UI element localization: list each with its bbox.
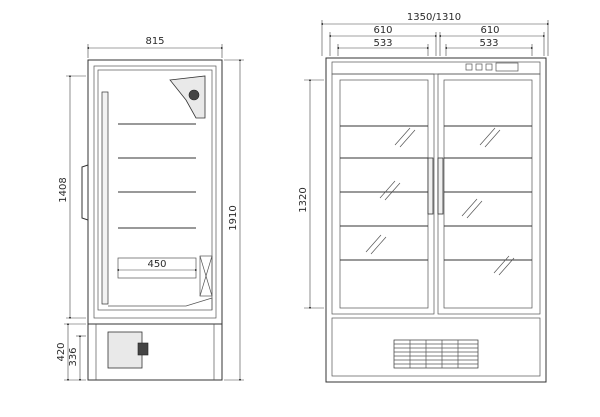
base-height-label: 420 bbox=[56, 342, 67, 361]
tray-side-box bbox=[199, 255, 213, 297]
side-cabinet-inner bbox=[93, 65, 217, 319]
front-cabinet-body bbox=[325, 57, 547, 383]
compressor-unit bbox=[137, 342, 149, 356]
bottom-tray bbox=[117, 257, 197, 279]
display-icon bbox=[495, 62, 519, 72]
evaporator-unit bbox=[169, 75, 206, 119]
fan-icon bbox=[188, 89, 200, 101]
right-door-outer-label: 610 bbox=[480, 25, 499, 36]
right-door-handle bbox=[437, 157, 444, 215]
front-view: 1350/1310 610 533 610 533 1320 bbox=[298, 12, 550, 383]
front-frame bbox=[101, 91, 109, 305]
control-button bbox=[475, 63, 483, 71]
left-door-outer-label: 610 bbox=[373, 25, 392, 36]
left-door bbox=[331, 73, 435, 315]
height-label: 1910 bbox=[228, 205, 239, 230]
right-door-glass bbox=[443, 79, 533, 309]
right-door-inner-label: 533 bbox=[479, 38, 498, 49]
front-shelves bbox=[340, 125, 532, 261]
header-panel bbox=[331, 61, 541, 75]
glass-reflections bbox=[365, 127, 515, 276]
side-view: 815 1910 1408 420 336 450 bbox=[56, 36, 244, 382]
control-panel bbox=[465, 62, 519, 72]
inner-wall bbox=[108, 297, 213, 310]
side-shelves bbox=[118, 123, 196, 229]
side-door-frame bbox=[97, 69, 213, 311]
compressor-height-label: 336 bbox=[68, 347, 79, 366]
door-height-label: 1408 bbox=[58, 177, 69, 202]
left-door-inner-label: 533 bbox=[373, 38, 392, 49]
ventilation-grille bbox=[393, 339, 479, 369]
glass-height-label: 1320 bbox=[298, 187, 309, 212]
left-door-handle bbox=[427, 157, 434, 215]
overall-width-label: 1350/1310 bbox=[407, 12, 461, 23]
control-button bbox=[485, 63, 493, 71]
base-panel bbox=[331, 317, 541, 377]
shelf-width-label: 450 bbox=[147, 259, 166, 270]
width-label: 815 bbox=[145, 36, 164, 47]
control-button bbox=[465, 63, 473, 71]
door-handle-side bbox=[81, 164, 89, 221]
compressor-housing bbox=[107, 331, 143, 369]
